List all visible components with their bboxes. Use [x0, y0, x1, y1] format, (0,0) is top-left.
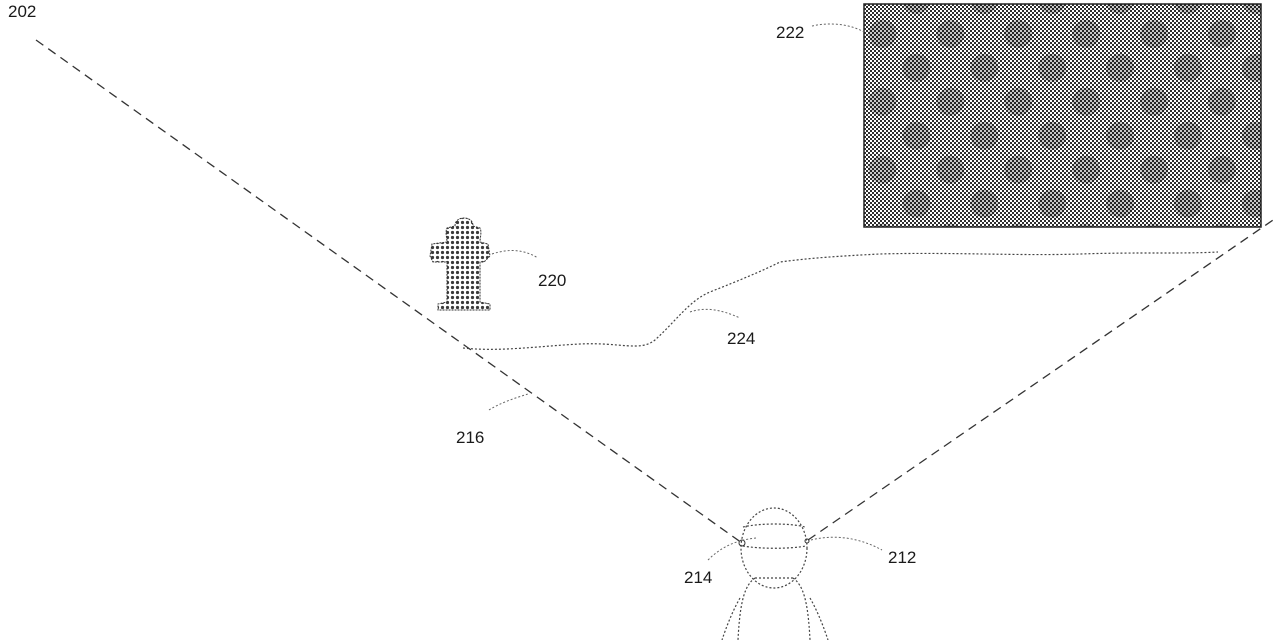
sensor-point: [738, 539, 746, 547]
fov-right-boundary-line: [807, 217, 1277, 541]
horizon-line: [462, 251, 1219, 350]
label-220: 220: [538, 271, 566, 290]
label-224: 224: [727, 329, 755, 348]
leader-214: [707, 537, 757, 561]
label-216: 216: [456, 428, 484, 447]
leader-216: [488, 393, 529, 411]
label-212: 212: [888, 548, 916, 567]
arm-left: [721, 597, 741, 640]
body-left-inner: [737, 577, 756, 640]
leader-220: [491, 250, 539, 259]
label-222: 222: [776, 23, 804, 42]
fire-hydrant-icon: [429, 217, 491, 311]
body-right-inner: [792, 577, 811, 640]
arm-right: [809, 597, 829, 640]
leader-224: [689, 308, 741, 319]
user-figure: [721, 507, 829, 640]
device-point: [804, 538, 810, 544]
label-202: 202: [8, 2, 36, 21]
head-outline: [740, 507, 808, 589]
label-214: 214: [684, 568, 712, 587]
display-region: [863, 3, 1262, 228]
headset-top: [742, 523, 806, 528]
fov-left-boundary-line: [35, 39, 743, 544]
headset-bottom: [742, 545, 807, 549]
leader-222: [811, 23, 865, 33]
leader-212: [810, 536, 883, 551]
